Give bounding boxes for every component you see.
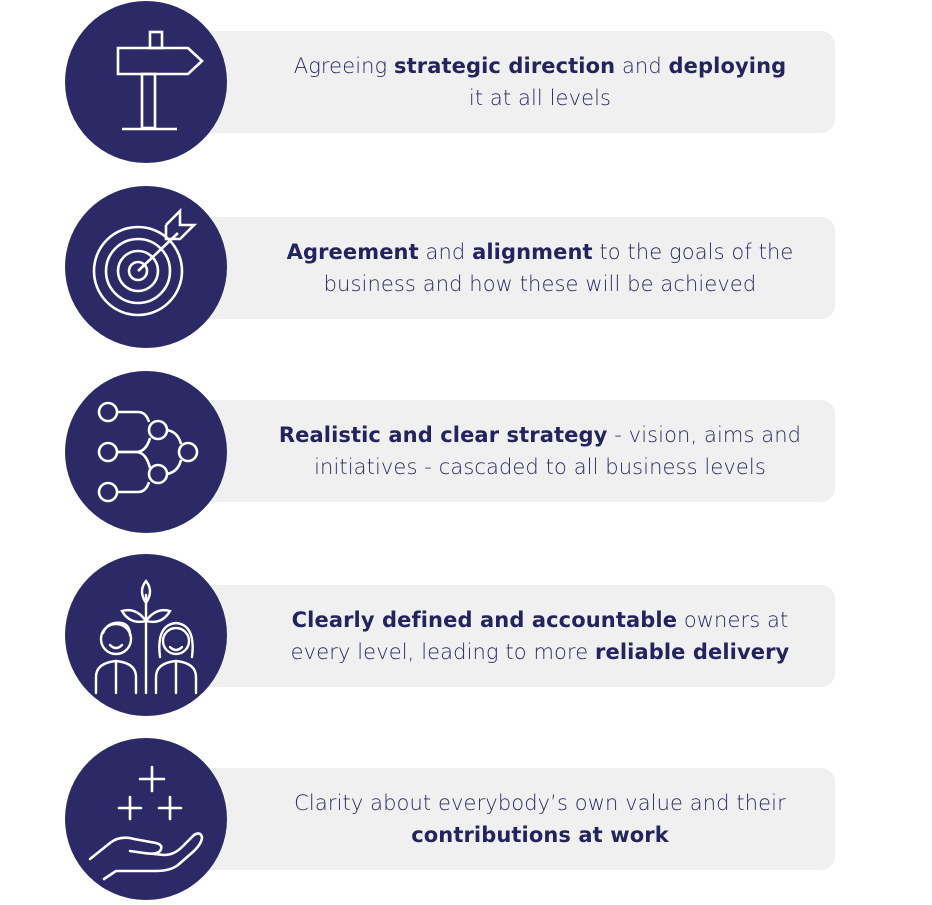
card-line-1: Agreement and alignment to the goals of … bbox=[286, 240, 794, 264]
icon-circle bbox=[65, 371, 227, 533]
people-plant-icon bbox=[94, 579, 198, 695]
card-text: Agreeing strategic direction and deployi… bbox=[260, 50, 820, 114]
card-line-2: contributions at work bbox=[411, 823, 669, 847]
card-text: Clarity about everybody’s own value and … bbox=[260, 787, 820, 851]
card-line-1: Agreeing strategic direction and deployi… bbox=[293, 54, 787, 78]
text-card: Clarity about everybody’s own value and … bbox=[190, 768, 835, 870]
icon-circle bbox=[65, 554, 227, 716]
text-card: Agreement and alignment to the goals of … bbox=[190, 217, 835, 319]
icon-circle bbox=[65, 1, 227, 163]
network-nodes-icon bbox=[97, 401, 199, 503]
text-card: Realistic and clear strategy - vision, a… bbox=[190, 400, 835, 502]
card-line-2: business and how these will be achieved bbox=[323, 272, 757, 296]
icon-circle bbox=[65, 186, 227, 348]
signpost-icon bbox=[116, 30, 204, 131]
card-text: Agreement and alignment to the goals of … bbox=[260, 236, 820, 300]
hand-plus-icon bbox=[88, 765, 204, 881]
card-line-2: initiatives - cascaded to all business l… bbox=[314, 455, 766, 479]
target-icon bbox=[92, 207, 198, 317]
text-card: Clearly defined and accountable owners a… bbox=[190, 585, 835, 687]
card-line-1: Realistic and clear strategy - vision, a… bbox=[278, 423, 802, 447]
card-line-1: Clarity about everybody’s own value and … bbox=[294, 791, 786, 815]
card-line-2: every level, leading to more reliable de… bbox=[290, 640, 790, 664]
text-card: Agreeing strategic direction and deployi… bbox=[190, 31, 835, 133]
card-line-1: Clearly defined and accountable owners a… bbox=[291, 608, 789, 632]
card-text: Realistic and clear strategy - vision, a… bbox=[260, 419, 820, 483]
card-line-2: it at all levels bbox=[468, 86, 612, 110]
icon-circle bbox=[65, 738, 227, 900]
card-text: Clearly defined and accountable owners a… bbox=[260, 604, 820, 668]
